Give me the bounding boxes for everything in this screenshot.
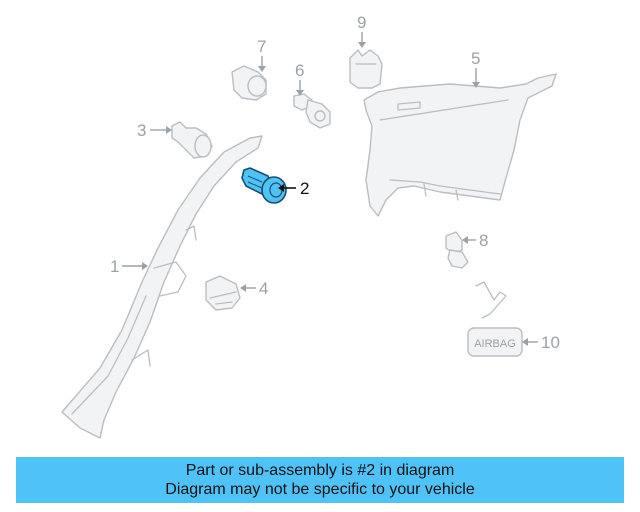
part-8-fastener[interactable] [445,231,469,269]
callout-numbers: 1 2 3 4 5 6 7 8 9 10 [110,13,560,352]
part-7-grommet[interactable] [231,65,267,101]
banner-line-1: Part or sub-assembly is #2 in diagram [185,462,455,479]
callout-3: 3 [137,121,146,140]
part-4-clip[interactable] [205,275,241,311]
part-6-bolt[interactable] [293,93,331,129]
callout-9: 9 [357,13,366,32]
part-10-airbag-label[interactable]: AIRBAG [467,281,523,357]
callout-2: 2 [300,179,309,198]
part-5-quarter-trim[interactable] [363,73,557,217]
callout-5: 5 [471,49,480,68]
callout-10: 10 [541,333,560,352]
info-banner: Part or sub-assembly is #2 in diagram Di… [16,457,624,503]
airbag-label-text: AIRBAG [474,338,516,350]
part-3-clip[interactable] [171,121,213,159]
part-2-bolt-highlighted[interactable] [241,167,287,204]
parts-diagram: AIRBAG 1 2 3 4 5 6 7 8 9 10 [61,13,560,439]
callout-7: 7 [257,37,266,56]
callout-8: 8 [479,231,488,250]
callout-4: 4 [259,279,268,298]
part-9-clip[interactable] [349,49,383,89]
banner-line-2: Diagram may not be specific to your vehi… [165,481,475,498]
callout-6: 6 [295,61,304,80]
callout-leaders [122,32,538,346]
part-1-pillar-trim[interactable] [61,135,263,439]
callout-1: 1 [110,257,119,276]
